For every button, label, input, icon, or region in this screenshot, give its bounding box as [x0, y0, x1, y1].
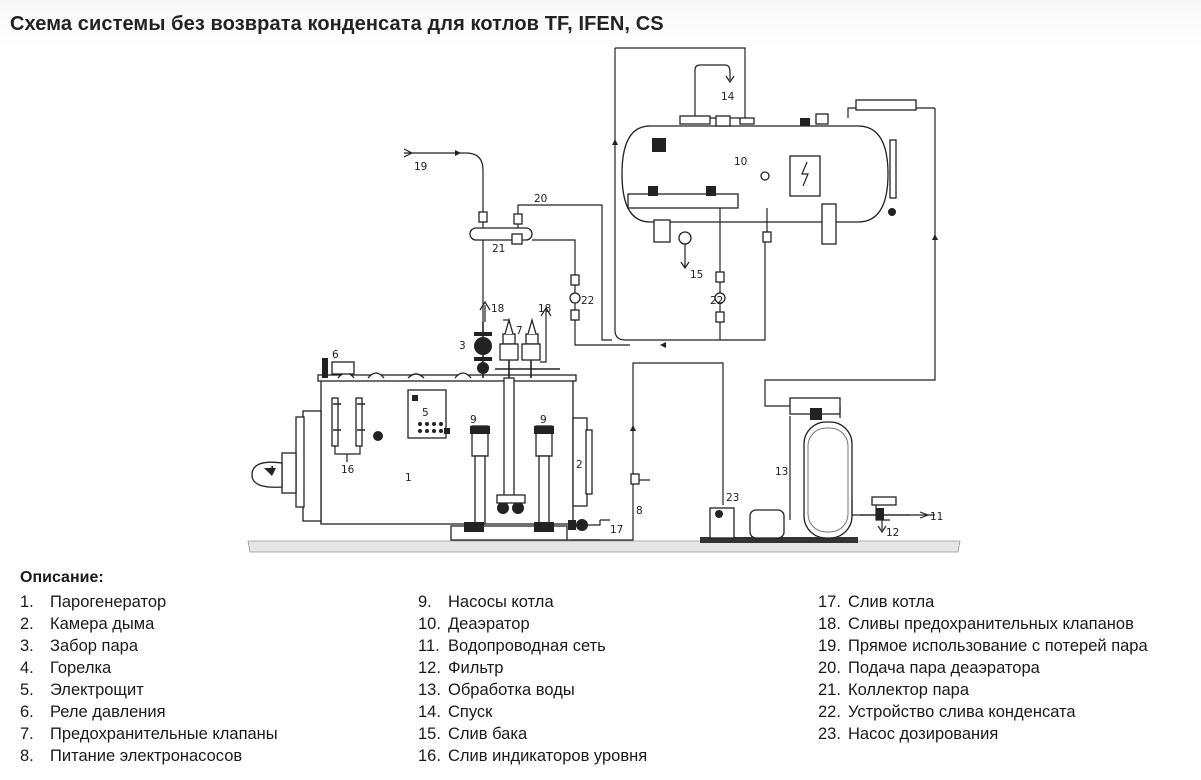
- dosing-pump: [709, 507, 735, 539]
- steam-collector: [403, 148, 630, 346]
- legend-item: 6.Реле давления: [20, 703, 166, 721]
- callout-22b: 22: [710, 295, 723, 307]
- callout-10: 10: [734, 156, 747, 168]
- legend-item: 9.Насосы котла: [418, 593, 554, 611]
- legend-item: 15.Слив бака: [418, 725, 528, 743]
- callout-20: 20: [534, 193, 547, 205]
- callout-11: 11: [930, 511, 943, 523]
- legend-item: 14.Спуск: [418, 703, 493, 721]
- indicator-lamp: [373, 431, 383, 441]
- legend-item: 11.Водопроводная сеть: [418, 637, 606, 655]
- water-main: [860, 496, 935, 534]
- callout-22a: 22: [581, 295, 594, 307]
- platform-base: [700, 537, 858, 543]
- legend-item: 12.Фильтр: [418, 659, 504, 677]
- legend-item: 22.Устройство слива конденсата: [818, 703, 1076, 721]
- callout-9b: 9: [540, 414, 547, 426]
- steam-generator: [251, 358, 593, 541]
- legend-heading: Описание:: [20, 569, 104, 586]
- legend-item: 1.Парогенератор: [20, 593, 167, 611]
- legend-item: 18.Сливы предохранительных клапанов: [818, 615, 1134, 633]
- steam-take-off: [474, 322, 492, 378]
- callout-9a: 9: [470, 414, 477, 426]
- legend-item: 7.Предохранительные клапаны: [20, 725, 278, 743]
- legend-item: 4.Горелка: [20, 659, 112, 677]
- boiler-drain: [567, 519, 610, 541]
- deaerator: [621, 56, 935, 270]
- legend-item: 19.Прямое использование с потерей пара: [818, 637, 1148, 655]
- legend-item: 10.Деаэратор: [418, 615, 530, 633]
- legend-column-3: 17.Слив котла 18.Сливы предохранительных…: [818, 591, 1148, 745]
- callout-16: 16: [341, 464, 355, 476]
- legend-column-2: 9.Насосы котла 10.Деаэратор 11.Водопрово…: [418, 591, 647, 767]
- callout-6: 6: [332, 349, 339, 361]
- callout-19: 19: [414, 161, 427, 173]
- callout-3: 3: [459, 340, 466, 352]
- legend-item: 2.Камера дыма: [20, 615, 155, 633]
- legend-item: 21.Коллектор пара: [818, 681, 970, 699]
- callout-5: 5: [422, 407, 429, 419]
- legend-item: 8.Питание электронасосов: [20, 747, 243, 765]
- legend-item: 3.Забор пара: [20, 637, 138, 655]
- title-bar: [0, 0, 1201, 48]
- legend-item: 17.Слив котла: [818, 593, 935, 611]
- callout-8: 8: [636, 505, 643, 517]
- callout-7: 7: [516, 325, 523, 337]
- water-treatment: [749, 397, 910, 539]
- callout-12: 12: [886, 527, 899, 539]
- callout-14: 14: [721, 91, 735, 103]
- legend-item: 5.Электрощит: [20, 681, 144, 699]
- page-title: Схема системы без возврата конденсата дл…: [10, 13, 664, 35]
- callout-21: 21: [492, 243, 505, 255]
- legend-item: 16.Слив индикаторов уровня: [418, 747, 648, 765]
- feed-pipe: [570, 362, 724, 541]
- callout-23: 23: [726, 492, 739, 504]
- safety-valves: [479, 300, 560, 378]
- callout-17: 17: [610, 524, 623, 536]
- callout-1: 1: [405, 472, 412, 484]
- legend-item: 23.Насос дозирования: [818, 725, 999, 743]
- boiler-system-diagram: 1 2 3 4 5 6 7 8 9 9 10 11 12 13 14 15 16…: [247, 47, 961, 553]
- legend-item: 13.Обработка воды: [418, 681, 575, 699]
- deaerator-steam-line: [614, 47, 746, 341]
- burner: [281, 452, 297, 494]
- callout-13: 13: [775, 466, 788, 478]
- callout-15: 15: [690, 269, 703, 281]
- callout-4: 4: [268, 465, 275, 477]
- legend-column-1: 1.Парогенератор 2.Камера дыма 3.Забор па…: [20, 591, 278, 767]
- legend-item: 20.Подача пара деаэратора: [818, 659, 1040, 677]
- callout-18a: 18: [491, 303, 504, 315]
- callout-18b: 18: [538, 303, 551, 315]
- boiler-feed-pumps: [464, 377, 554, 532]
- callout-2: 2: [576, 459, 583, 471]
